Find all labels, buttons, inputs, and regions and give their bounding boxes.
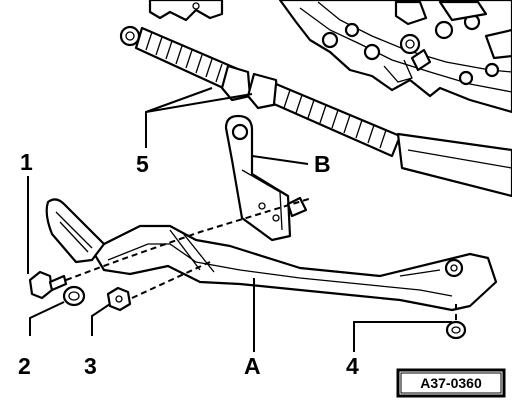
assembly-line-bolt <box>65 197 313 281</box>
figure-reference-code: A37-0360 <box>420 375 482 391</box>
bolt-1 <box>28 270 68 300</box>
callout-3: 3 <box>84 353 97 379</box>
callout-2: 2 <box>18 353 31 379</box>
nut-3 <box>106 286 132 312</box>
assembly-line-nut <box>131 261 211 299</box>
transmission-housing <box>148 0 512 114</box>
washer-2 <box>62 285 86 307</box>
callout-5: 5 <box>136 151 149 177</box>
selector-lever <box>45 198 498 312</box>
mounting-bracket <box>224 114 308 242</box>
figure-reference-box: A37-0360 <box>396 368 506 398</box>
leader-lines <box>27 87 452 352</box>
selector-cable <box>119 25 512 198</box>
callout-a: A <box>244 353 261 379</box>
callout-b: B <box>314 151 331 177</box>
callout-1: 1 <box>20 149 33 175</box>
nut-4 <box>445 320 467 340</box>
callout-4: 4 <box>346 353 359 379</box>
